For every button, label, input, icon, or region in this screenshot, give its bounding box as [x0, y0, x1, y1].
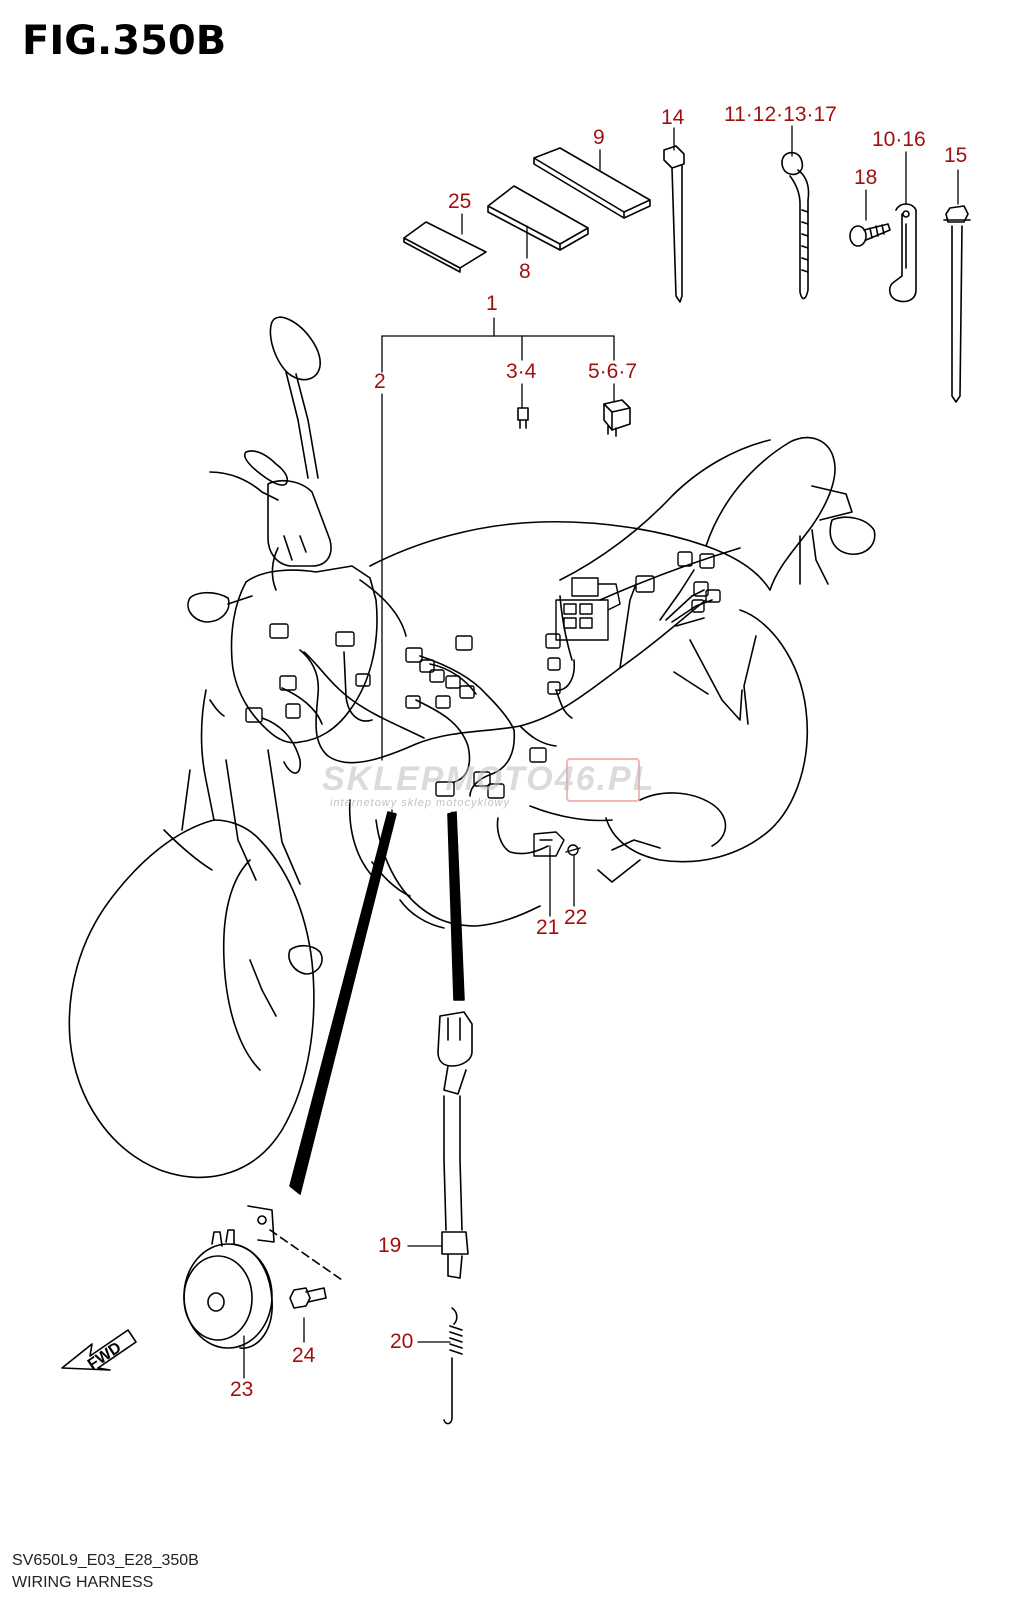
clamp-tie-11-icon	[781, 151, 810, 300]
figure-code: SV650L9_E03_E28_350B	[12, 1552, 199, 1569]
cable-tie-14-icon	[663, 145, 685, 303]
callout-3-4: 3·4	[506, 360, 537, 383]
pointer-arrow-left	[289, 811, 397, 1195]
fwd-arrow-icon	[61, 1329, 137, 1371]
fuse-3-icon	[517, 407, 529, 429]
watermark-text: SKLEPMOTO46.PL	[322, 760, 656, 798]
callout-23: 23	[230, 1378, 254, 1401]
sensor-icon	[533, 831, 581, 857]
callout-14: 14	[661, 106, 685, 129]
tie-mount-15-icon	[943, 205, 971, 403]
callout-2: 2	[374, 370, 386, 393]
callout-10-16: 10·16	[872, 128, 926, 151]
relay-5-icon	[603, 399, 631, 437]
callout-18: 18	[854, 166, 878, 189]
main-harness	[245, 551, 721, 857]
figure-name: WIRING HARNESS	[12, 1574, 154, 1591]
callout-25: 25	[448, 190, 472, 213]
fuse-box-icon	[555, 577, 621, 641]
callout-11-12-13-17: 11·12·13·17	[724, 103, 837, 126]
figure-title: FIG.350B	[22, 18, 227, 64]
callout-8: 8	[519, 260, 531, 283]
callout-19: 19	[378, 1234, 402, 1257]
horn-23-icon	[183, 1205, 343, 1349]
callout-24: 24	[292, 1344, 316, 1367]
pad-8-icon	[487, 185, 589, 251]
watermark-highlight	[566, 758, 640, 802]
screw-18-icon	[849, 223, 891, 247]
pad-9-icon	[533, 147, 651, 219]
callout-5-6-7: 5·6·7	[588, 360, 638, 383]
bolt-24-icon	[289, 1287, 327, 1309]
callout-20: 20	[390, 1330, 414, 1353]
spring-20-icon	[443, 1307, 463, 1425]
callout-22: 22	[564, 906, 588, 929]
pad-25-icon	[403, 221, 487, 273]
strap-10-icon	[888, 203, 917, 303]
watermark-subtext: internetowy sklep motocyklowy	[330, 797, 511, 809]
pointer-arrow-right	[447, 811, 465, 1001]
brake-switch-19-icon	[437, 1011, 473, 1279]
callout-9: 9	[593, 126, 605, 149]
leader-lines	[243, 125, 959, 1379]
callout-1: 1	[486, 292, 498, 315]
callout-21: 21	[536, 916, 560, 939]
motorcycle-outline	[68, 316, 876, 1178]
callout-15: 15	[944, 144, 968, 167]
